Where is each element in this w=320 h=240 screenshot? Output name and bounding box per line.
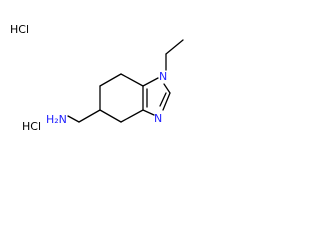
- n1-atom-label: N: [159, 70, 167, 83]
- imidazole-ring: [142, 77, 171, 116]
- bond-c5-c4: [99, 109, 122, 123]
- n3-atom-label: N: [154, 112, 162, 125]
- bond-c4-c3a: [120, 109, 144, 123]
- bond-c7-c7a: [120, 73, 144, 87]
- bond-c2-n3-inner: [159, 92, 167, 107]
- bond-c7a-n1: [142, 77, 159, 87]
- bond-n1-c2: [163, 83, 171, 94]
- hcl-label-top: HCl: [10, 23, 29, 36]
- bond-c2-n3: [162, 92, 171, 111]
- bond-n3-c3a: [142, 109, 155, 116]
- bond-ch2-nh2: [67, 115, 80, 123]
- bond-c5-ch2: [78, 109, 101, 123]
- amine-atom-label: H₂N: [46, 113, 67, 126]
- cyclohexane-ring: [99, 73, 144, 123]
- aminomethyl-group: [67, 109, 101, 123]
- ethyl-group: [165, 39, 184, 71]
- hcl-label-bottom: HCl: [22, 120, 41, 133]
- bond-c7-c6: [99, 73, 122, 87]
- bond-ch2-ch3: [165, 39, 184, 55]
- molecule-diagram: HCl HCl N N H₂N: [10, 23, 184, 133]
